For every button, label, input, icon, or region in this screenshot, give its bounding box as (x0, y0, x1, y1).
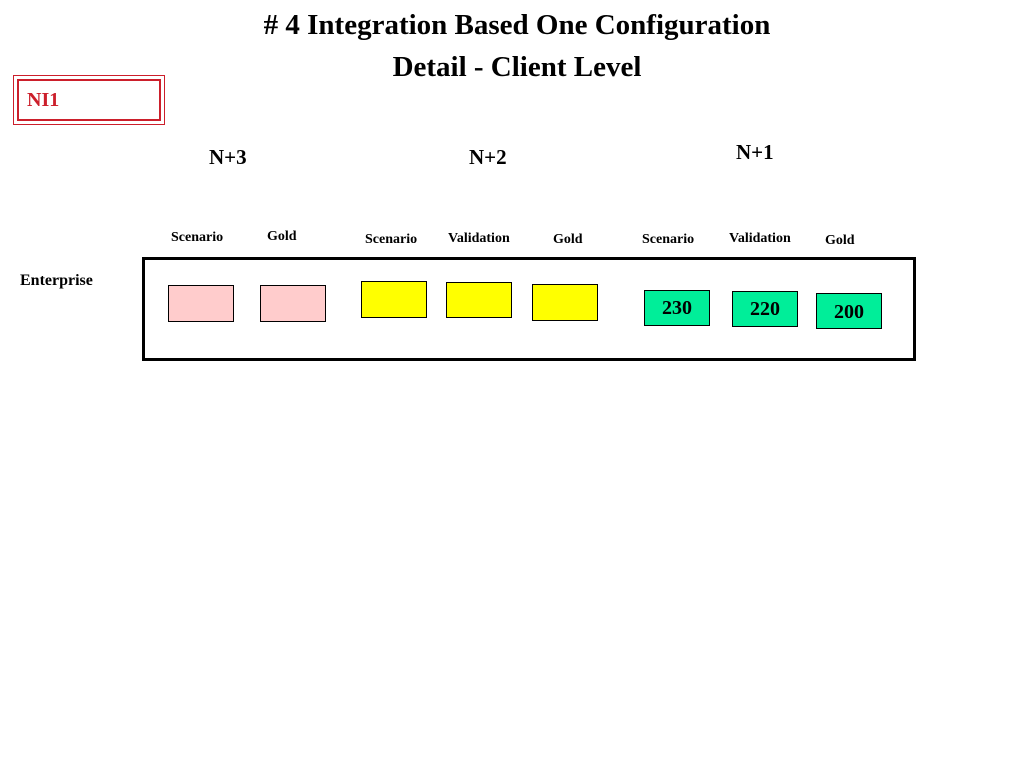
cell-n2-gold (532, 284, 598, 321)
slide-title-line-1: # 4 Integration Based One Configuration (263, 9, 771, 41)
cell-n2-scenario (361, 281, 427, 318)
row-label-enterprise: Enterprise (20, 272, 93, 289)
cell-n1-scenario: 230 (644, 290, 710, 326)
column-label-n1-scenario: Scenario (642, 232, 695, 247)
column-label-n1-gold: Gold (825, 233, 855, 248)
enterprise-frame (142, 257, 916, 361)
column-label-n2-gold: Gold (553, 232, 583, 247)
tag-label: NI1 (17, 79, 161, 121)
heading-n-plus-1: N+1 (736, 140, 774, 164)
tag-box: NI1 (13, 75, 165, 125)
column-label-n3-scenario: Scenario (171, 230, 224, 245)
heading-n-plus-3: N+3 (209, 145, 247, 169)
cell-n1-gold: 200 (816, 293, 882, 329)
column-label-n3-gold: Gold (267, 229, 297, 244)
slide-title-line-2: Detail - Client Level (392, 51, 642, 83)
cell-n2-validation (446, 282, 512, 318)
cell-n3-gold (260, 285, 326, 322)
heading-n-plus-2: N+2 (469, 145, 507, 169)
column-label-n2-validation: Validation (448, 231, 510, 246)
cell-n1-validation: 220 (732, 291, 798, 327)
column-label-n2-scenario: Scenario (365, 232, 418, 247)
cell-n3-scenario (168, 285, 234, 322)
column-label-n1-validation: Validation (729, 231, 791, 246)
